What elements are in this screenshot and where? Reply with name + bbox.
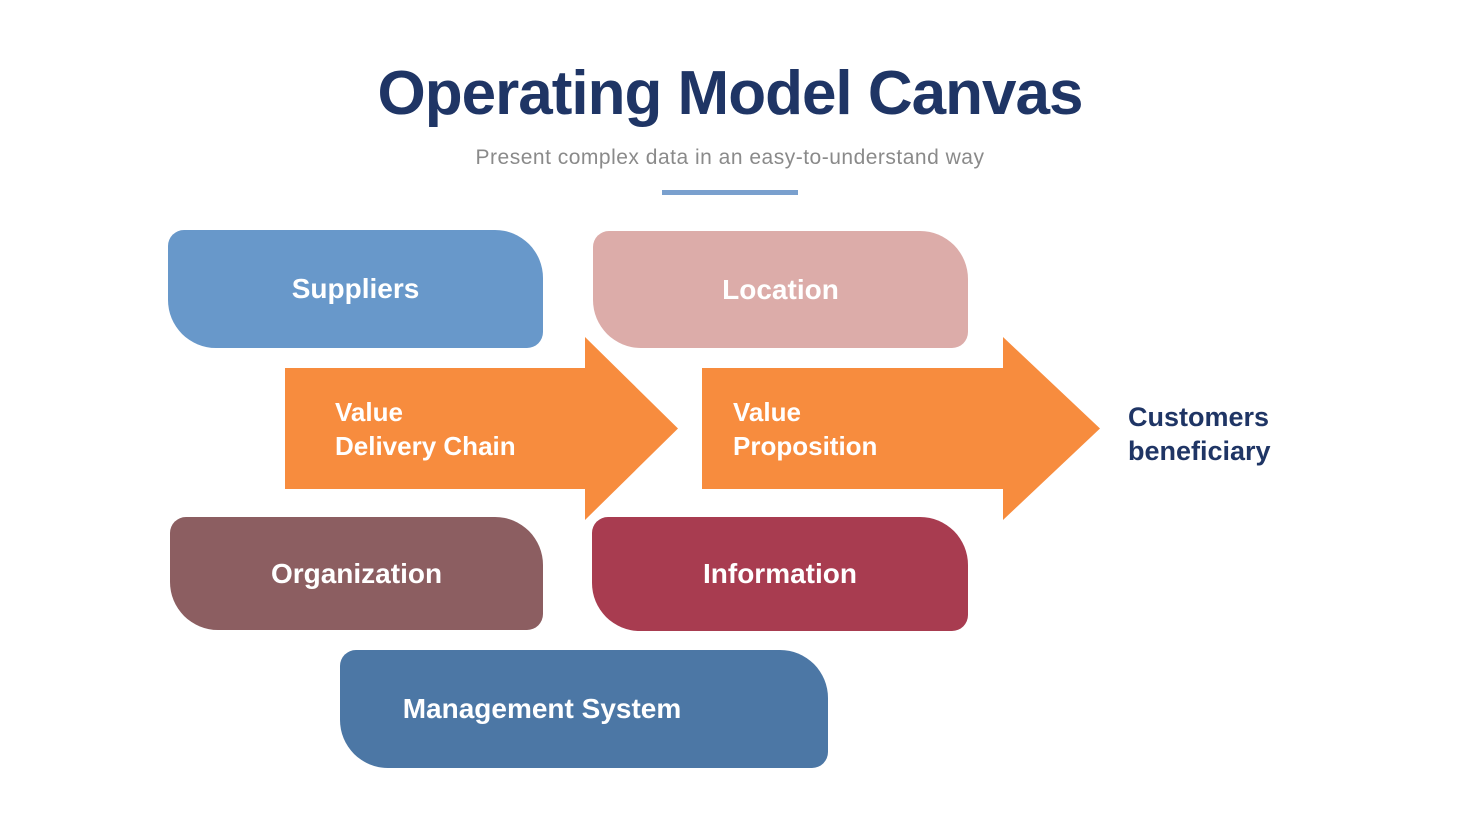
page-title: Operating Model Canvas	[377, 59, 1084, 128]
block-location: Location	[593, 231, 968, 348]
arrow-label-line: Proposition	[733, 430, 878, 461]
arrow-value-delivery-chain: Value Delivery Chain	[285, 337, 678, 520]
customers-beneficiary-text: Customers beneficiary	[1128, 400, 1271, 468]
arrow-value-proposition-label: Value Proposition	[733, 395, 877, 463]
page-subtitle: Present complex data in an easy-to-under…	[475, 146, 985, 169]
block-information-label: Information	[703, 558, 857, 589]
arrow-value-proposition: Value Proposition	[702, 337, 1100, 520]
block-organization-label: Organization	[270, 557, 443, 589]
outcome-line: Customers	[1128, 402, 1270, 432]
arrow-label-line: Value	[733, 396, 801, 427]
block-management-system-label: Management System	[402, 693, 682, 724]
title-underline-accent	[662, 190, 798, 195]
block-management-system: Management System	[340, 650, 828, 768]
block-suppliers: Suppliers	[168, 230, 543, 348]
block-suppliers-label: Suppliers	[291, 273, 420, 304]
arrow-label-line: Value	[335, 396, 403, 427]
block-organization: Organization	[170, 517, 543, 630]
block-information: Information	[592, 517, 968, 631]
outcome-line: beneficiary	[1128, 436, 1271, 466]
block-location-label: Location	[722, 273, 839, 305]
arrow-label-line: Delivery Chain	[335, 430, 516, 461]
arrow-value-delivery-chain-label: Value Delivery Chain	[335, 395, 516, 463]
